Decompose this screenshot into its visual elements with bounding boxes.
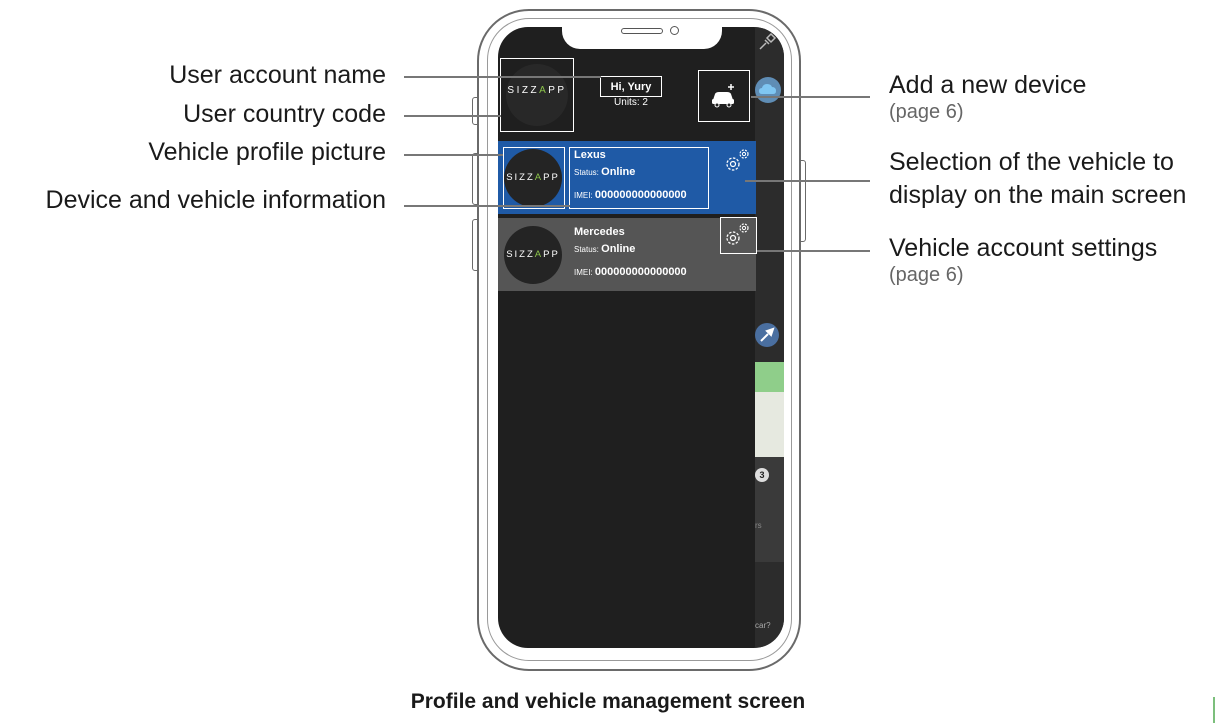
- vehicle-profile-picture-box: [503, 147, 565, 209]
- wrench-icon[interactable]: [755, 323, 779, 347]
- vehicle-profile-picture[interactable]: SIZZAPP: [504, 149, 562, 207]
- phone-bezel: [487, 18, 792, 661]
- leader-line-country-code: [404, 115, 501, 117]
- callout-user-account-name: User account name: [169, 61, 386, 89]
- vehicle-status: Status: Online: [574, 243, 635, 255]
- strip-text-rs: rs: [755, 521, 762, 530]
- callout-vehicle-settings: Vehicle account settings (page 6): [889, 233, 1157, 287]
- leader-line-vehicle-info: [404, 205, 570, 207]
- vehicle-row-lexus[interactable]: SIZZAPP Lexus Status: Online IMEI: 00000…: [498, 141, 756, 214]
- figure-caption: Profile and vehicle management screen: [410, 690, 806, 713]
- status-value: Online: [601, 166, 636, 178]
- sizzapp-logo: SIZZAPP: [507, 85, 567, 96]
- callout-device-vehicle-info: Device and vehicle information: [45, 186, 386, 214]
- callout-selection-line1: Selection of the vehicle to: [889, 148, 1174, 176]
- vehicle-settings-button[interactable]: [720, 217, 757, 254]
- logo-accent-letter: A: [534, 249, 544, 260]
- vehicle-name: Lexus: [574, 149, 606, 161]
- user-account-name-box: [600, 76, 662, 97]
- gears-icon[interactable]: [722, 145, 754, 177]
- phone-side-button-left-2: [472, 153, 478, 205]
- phone-side-button-left-3: [472, 219, 478, 271]
- car-plus-icon: [712, 84, 734, 108]
- imei-value: 000000000000000: [594, 189, 687, 201]
- status-label: Status:: [574, 168, 599, 177]
- logo-accent-letter: A: [534, 172, 544, 183]
- leader-line-selection: [745, 180, 870, 182]
- user-profile-picture[interactable]: SIZZAPP: [506, 64, 568, 126]
- gears-icon: [726, 223, 749, 245]
- leader-line-user-name: [404, 76, 601, 78]
- callout-vehicle-settings-title: Vehicle account settings: [889, 234, 1158, 262]
- leader-line-settings: [757, 250, 870, 252]
- status-value: Online: [601, 243, 636, 255]
- phone-camera: [670, 26, 679, 35]
- vehicle-status: Status: Online: [574, 166, 635, 178]
- map-green-area: [755, 362, 784, 392]
- phone-notch: [562, 22, 722, 49]
- page-edge-mark: [1213, 697, 1215, 723]
- phone-screen: 3 rs car? SIZZAPP Hi, Yury Units: 2 SIZZ…: [498, 27, 784, 648]
- callout-vehicle-profile-picture: Vehicle profile picture: [148, 138, 386, 166]
- background-main-screen-strip: 3 rs car?: [755, 27, 784, 648]
- strip-text-car: car?: [755, 621, 771, 630]
- callout-selection-line2: display on the main screen: [889, 181, 1187, 209]
- status-label: Status:: [574, 245, 599, 254]
- vehicle-info-box: [569, 147, 709, 209]
- badge-count: 3: [755, 468, 769, 482]
- logo-accent-letter: A: [539, 85, 549, 96]
- phone-side-button-right: [800, 160, 806, 242]
- vehicle-imei: IMEI: 000000000000000: [574, 266, 687, 278]
- callout-add-device-title: Add a new device: [889, 71, 1087, 99]
- phone-side-button-left-1: [472, 97, 478, 125]
- vehicle-imei: IMEI: 000000000000000: [574, 189, 687, 201]
- vehicle-row-mercedes[interactable]: SIZZAPP Mercedes Status: Online IMEI: 00…: [498, 217, 757, 291]
- callout-vehicle-settings-page: (page 6): [889, 264, 964, 286]
- add-device-button[interactable]: [698, 70, 750, 122]
- leader-line-add-device: [751, 96, 870, 98]
- phone-speaker: [621, 28, 663, 34]
- imei-label: IMEI:: [574, 268, 593, 277]
- user-profile-picture-box[interactable]: [500, 58, 574, 132]
- callout-user-country-code: User country code: [183, 100, 386, 128]
- satellite-icon: [759, 32, 777, 50]
- vehicle-profile-picture[interactable]: SIZZAPP: [504, 226, 562, 284]
- cloud-icon[interactable]: [755, 77, 781, 103]
- imei-label: IMEI:: [574, 191, 593, 200]
- leader-line-vehicle-picture: [404, 154, 503, 156]
- units-count: Units: 2: [614, 97, 648, 108]
- callout-add-device: Add a new device (page 6): [889, 70, 1086, 124]
- sizzapp-logo: SIZZAPP: [506, 172, 560, 183]
- phone-frame: [477, 9, 801, 671]
- user-account-name: Hi, Yury: [610, 81, 652, 93]
- vehicle-name: Mercedes: [574, 226, 625, 238]
- callout-add-device-page: (page 6): [889, 101, 964, 123]
- sizzapp-logo: SIZZAPP: [506, 249, 560, 260]
- callout-selection: Selection of the vehicle to display on t…: [889, 146, 1186, 212]
- imei-value: 000000000000000: [594, 266, 687, 278]
